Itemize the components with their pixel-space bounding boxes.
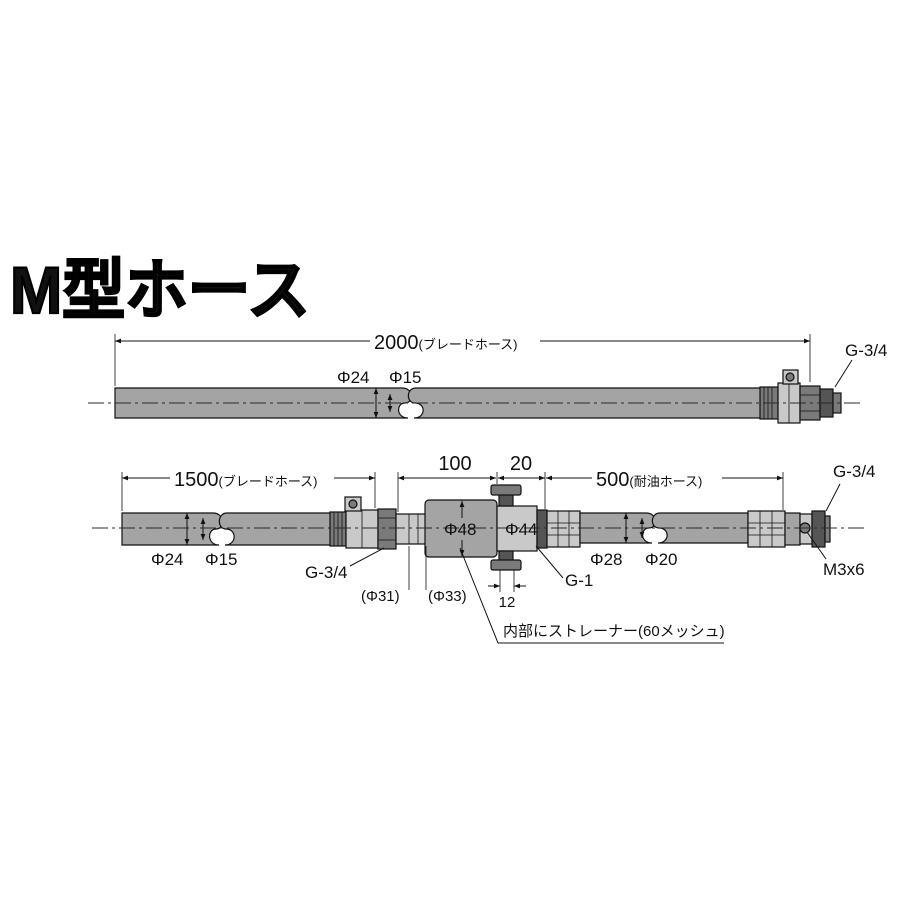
top-length-label: 2000(ブレードホース) bbox=[374, 332, 518, 354]
top-thread-label: G-3/4 bbox=[845, 341, 888, 360]
left-hose-segment-b bbox=[218, 512, 333, 546]
right-length-label: 500(耐油ホース) bbox=[596, 469, 702, 491]
right-inner-diameter-label: Φ20 bbox=[645, 550, 677, 569]
top-hose-assembly bbox=[88, 369, 864, 424]
right-length-value: 500 bbox=[596, 469, 629, 491]
top-length-value: 2000 bbox=[374, 332, 419, 354]
strainer-note: 内部にストレーナー(60メッシュ) bbox=[503, 623, 725, 640]
leader-line bbox=[825, 483, 841, 512]
bolt-offset-label: 20 bbox=[510, 453, 532, 475]
neck-diameter-a-label: (Φ31) bbox=[361, 588, 400, 605]
bottom-dimensions: 1500(ブレードホース) 100 20 500(耐油ホース) Φ24 Φ15 … bbox=[121, 453, 876, 644]
leader-line bbox=[806, 531, 827, 560]
right-thread-end bbox=[824, 515, 831, 543]
right-fitting-hex bbox=[747, 510, 786, 548]
set-screw-label: M3x6 bbox=[823, 560, 865, 579]
left-thread-label: G-3/4 bbox=[305, 563, 348, 582]
left-length-value: 1500 bbox=[174, 469, 219, 491]
left-clamp-screw bbox=[348, 499, 358, 509]
top-outer-diameter-label: Φ24 bbox=[337, 368, 369, 387]
left-length-label: 1500(ブレードホース) bbox=[174, 469, 318, 491]
top-length-note: (ブレードホース) bbox=[419, 337, 518, 352]
cap-diameter-label: Φ44 bbox=[505, 520, 537, 539]
bolt-shank-top bbox=[498, 493, 514, 507]
left-outer-diameter-label: Φ24 bbox=[151, 550, 183, 569]
bolt-head-top bbox=[490, 484, 522, 496]
strainer-length-label: 100 bbox=[438, 453, 471, 475]
neck-diameter-b-label: (Φ33) bbox=[428, 588, 467, 605]
left-length-note: (ブレードホース) bbox=[219, 474, 318, 489]
leader-line bbox=[349, 547, 385, 567]
page-title: M型ホース bbox=[10, 253, 310, 327]
strainer-note-leader bbox=[459, 547, 724, 644]
top-dimensions: 2000(ブレードホース) Φ24 Φ15 G-3/4 bbox=[114, 332, 888, 418]
strainer-cap-body bbox=[496, 505, 538, 552]
right-thread-label: G-3/4 bbox=[833, 462, 876, 481]
inlet-neck bbox=[395, 513, 427, 545]
left-inner-diameter-label: Φ15 bbox=[205, 550, 237, 569]
outlet-hex bbox=[546, 510, 581, 548]
strainer-diameter-label: Φ48 bbox=[444, 520, 476, 539]
leader-line bbox=[535, 545, 564, 579]
leader-line bbox=[834, 359, 853, 388]
bolt-head-bottom bbox=[490, 559, 522, 571]
top-inner-diameter-label: Φ15 bbox=[389, 368, 421, 387]
top-clamp-screw bbox=[785, 372, 795, 382]
bolt-width-label: 12 bbox=[499, 594, 516, 611]
outlet-thread-label: G-1 bbox=[565, 571, 593, 590]
bottom-hose-assembly bbox=[92, 484, 866, 571]
right-outer-diameter-label: Φ28 bbox=[590, 550, 622, 569]
left-hex-nut bbox=[377, 508, 397, 550]
left-hose-segment-a bbox=[121, 512, 223, 546]
right-length-note: (耐油ホース) bbox=[629, 474, 702, 489]
outlet-thread bbox=[536, 509, 548, 549]
right-fitting-collar bbox=[784, 512, 801, 546]
